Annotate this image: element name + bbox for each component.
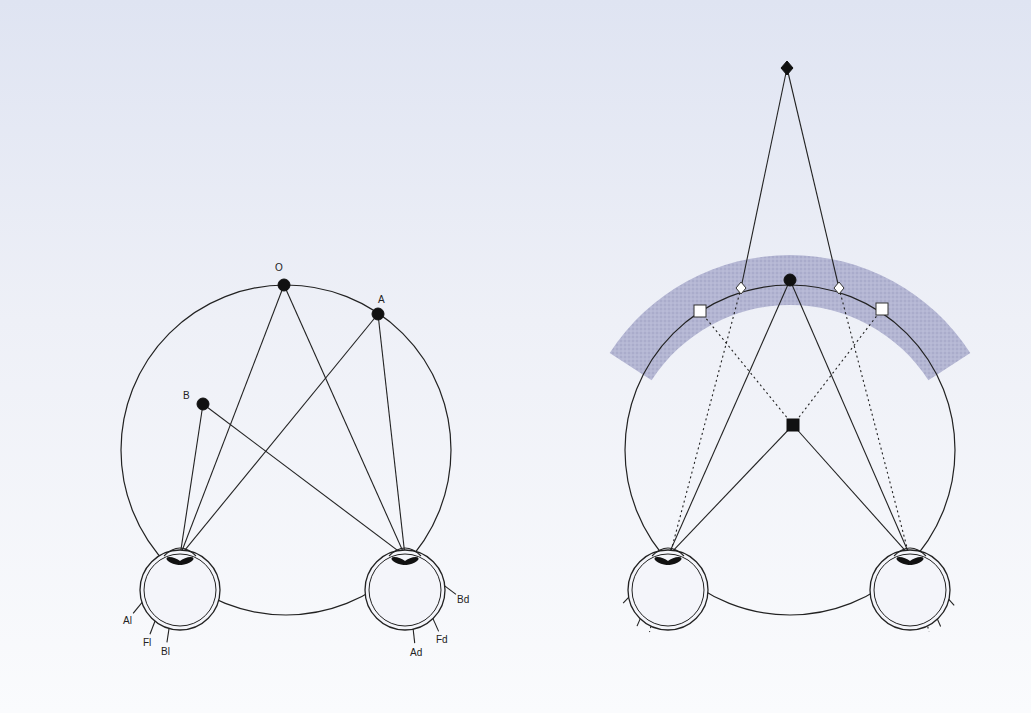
eyeball-inner bbox=[632, 554, 704, 626]
fixation-point bbox=[784, 274, 796, 286]
eyeball-inner bbox=[874, 554, 946, 626]
cornea bbox=[894, 548, 926, 556]
eyeball bbox=[628, 550, 708, 630]
lens bbox=[402, 555, 419, 566]
projection-line bbox=[793, 309, 882, 425]
fixation-point bbox=[372, 308, 384, 320]
projection-line bbox=[700, 311, 793, 425]
point-label: Ad bbox=[409, 647, 423, 658]
lens bbox=[665, 555, 682, 566]
point-label: O bbox=[274, 262, 284, 273]
projected-diamond bbox=[834, 282, 844, 294]
eyeball-inner bbox=[369, 554, 441, 626]
lens bbox=[177, 555, 194, 566]
point-label: Bl bbox=[160, 646, 171, 657]
lens bbox=[907, 555, 924, 566]
eyeball bbox=[140, 550, 220, 630]
eyeball bbox=[365, 550, 445, 630]
cornea bbox=[389, 548, 421, 556]
point-label: Bd bbox=[456, 594, 470, 605]
cornea bbox=[652, 548, 684, 556]
shaded-band bbox=[610, 255, 971, 380]
eyeball bbox=[870, 550, 950, 630]
projected-square bbox=[876, 303, 888, 315]
point-label: A bbox=[377, 294, 386, 305]
fixation-point bbox=[197, 398, 209, 410]
fixation-point bbox=[278, 279, 290, 291]
projected-square bbox=[694, 305, 706, 317]
far-point-diamond bbox=[781, 61, 793, 75]
point-label: Fd bbox=[435, 634, 449, 645]
near-point-square bbox=[787, 419, 799, 431]
point-label: B bbox=[182, 390, 191, 401]
eyeball-inner bbox=[144, 554, 216, 626]
cornea bbox=[164, 548, 196, 556]
projected-diamond bbox=[736, 282, 746, 294]
point-label: Al bbox=[122, 615, 133, 626]
sight-line bbox=[741, 68, 787, 288]
point-label: Fl bbox=[142, 637, 152, 648]
sight-line bbox=[787, 68, 839, 288]
